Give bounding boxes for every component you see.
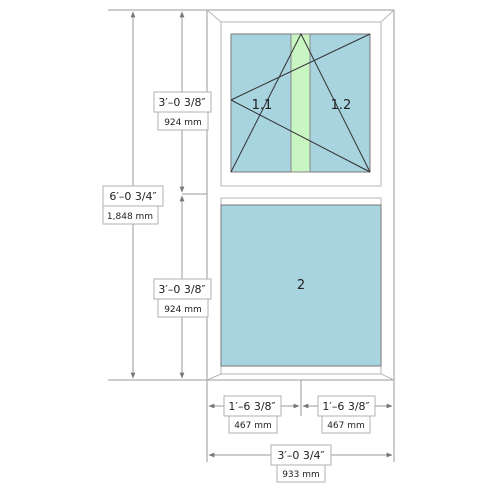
mullion-bar	[290, 33, 311, 173]
lower-sash: 2	[220, 204, 382, 367]
overall-height-imperial: 6′–0 3/4″	[109, 190, 156, 203]
left-width-imperial: 1′–6 3/8″	[228, 400, 275, 413]
lower-glass-pane	[220, 204, 382, 367]
pane-label-1-1: 1.1	[252, 98, 273, 113]
label-left-width: 1′–6 3/8″ 467 mm	[223, 395, 282, 434]
overall-height-metric: 1,848 mm	[107, 212, 153, 222]
right-width-imperial: 1′–6 3/8″	[322, 400, 369, 413]
label-upper-height: 3′–0 3/8″ 924 mm	[153, 91, 212, 131]
label-right-width: 1′–6 3/8″ 467 mm	[317, 395, 376, 434]
lower-height-imperial: 3′–0 3/8″	[158, 283, 205, 296]
label-overall-width: 3′–0 3/4″ 933 mm	[270, 444, 332, 483]
right-width-metric: 467 mm	[327, 421, 365, 431]
pane-label-1-2: 1.2	[331, 98, 352, 113]
label-overall-height: 6′–0 3/4″ 1,848 mm	[102, 185, 164, 225]
turn-open-indicator	[230, 99, 371, 173]
extension-lines	[108, 9, 395, 462]
tilt-apex-indicator	[230, 32, 371, 173]
pane-label-2: 2	[297, 278, 305, 293]
upper-height-imperial: 3′–0 3/8″	[158, 96, 205, 109]
overall-width-imperial: 3′–0 3/4″	[277, 449, 324, 462]
tilt-open-indicator	[230, 33, 371, 101]
upper-height-metric: 924 mm	[164, 118, 202, 128]
lower-height-metric: 924 mm	[164, 305, 202, 315]
overall-width-metric: 933 mm	[282, 470, 320, 480]
label-lower-height: 3′–0 3/8″ 924 mm	[153, 278, 212, 318]
left-width-metric: 467 mm	[234, 421, 272, 431]
upper-sash: 1.1 1.2	[230, 32, 371, 173]
